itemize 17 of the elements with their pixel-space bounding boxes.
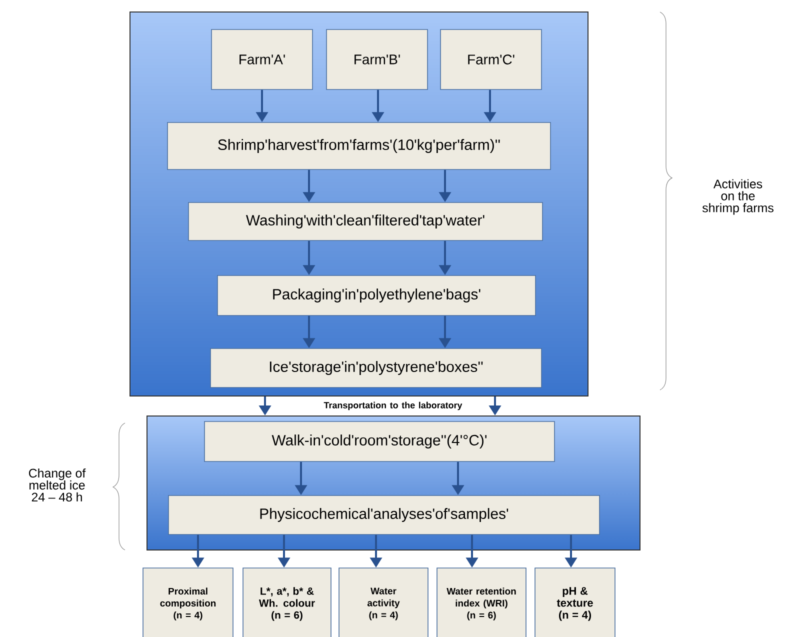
step-box: Washing'with'clean'filtered'tap'water' <box>188 202 543 241</box>
step-box: Farm'B' <box>326 29 428 90</box>
step-box: Physicochemical'analyses'of'samples' <box>168 495 600 535</box>
step-box: Shrimp'harvest'from'farms'(10'kg'per'farm)'' <box>167 122 551 170</box>
step-box: Ice'storage'in'polystyrene'boxes'' <box>210 348 542 388</box>
analysis-box: Water retention index (WRI) (n = 6) <box>436 568 526 637</box>
analysis-box: L*, a*, b* & Wh. colour (n = 6) <box>242 568 332 637</box>
analysis-box: pH & texture (n = 4) <box>534 568 616 637</box>
step-box: Farm'C' <box>440 29 542 90</box>
note-text: Transportation to the laboratory <box>324 402 462 410</box>
analysis-box: Water activity (n = 4) <box>338 568 428 637</box>
step-box: Packaging'in'polyethylene'bags' <box>217 275 536 316</box>
note-text: Change of melted ice 24 – 48 h <box>28 468 86 502</box>
analysis-box: Proximal composition (n = 4) <box>142 568 234 637</box>
note-text: Activities on the shrimp farms <box>702 179 774 215</box>
step-box: Farm'A' <box>211 29 313 90</box>
step-box: Walk-in'cold'room'storage''(4'°C)' <box>204 421 555 462</box>
